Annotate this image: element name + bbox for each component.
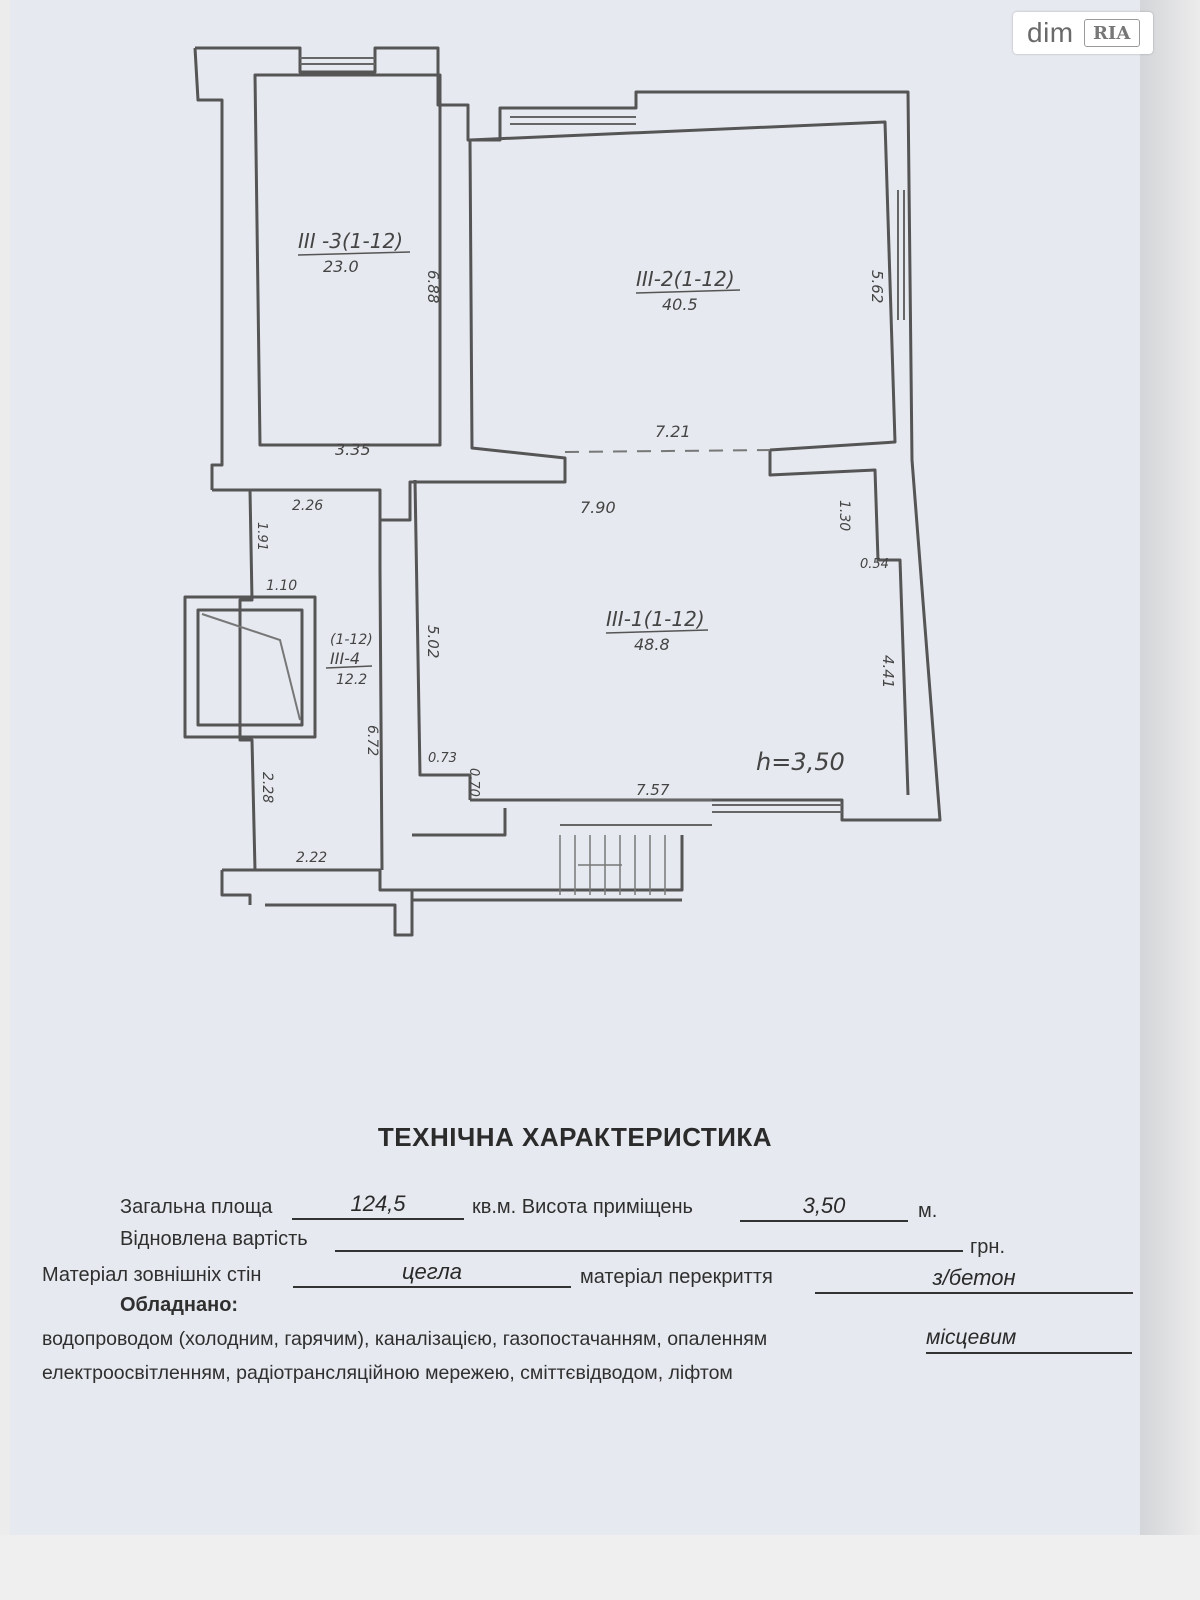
- ceiling-material-label: матеріал перекриття: [580, 1266, 773, 1288]
- dim-1-30: 1.30: [836, 500, 852, 531]
- ceiling-material-value: з/бетон: [815, 1266, 1133, 1294]
- room-area-iii3: 23.0: [323, 257, 359, 276]
- height-label: кв.м. Висота приміщень: [472, 1196, 693, 1218]
- dim-6-88: 6.88: [424, 270, 442, 303]
- equipped-line-2: електроосвітленням, радіотрансляційною м…: [42, 1362, 733, 1384]
- wall-material-label: Матеріал зовнішніх стін: [42, 1264, 262, 1286]
- dim-2-28: 2.28: [259, 772, 275, 803]
- watermark-brand: dim: [1027, 17, 1074, 48]
- page-bottom: [0, 1535, 1200, 1600]
- restored-value-label: Відновлена вартість: [120, 1228, 308, 1250]
- unit-uah: грн.: [970, 1236, 1006, 1258]
- room-label-iii3: III -3(1-12): [298, 229, 403, 253]
- dim-1-91: 1.91: [254, 522, 269, 551]
- dim-5-02: 5.02: [424, 625, 442, 658]
- floor-plan: III -3(1-12) 23.0 III-2(1-12) 40.5 III-1…: [183, 46, 942, 937]
- room-area-iii1: 48.8: [634, 635, 670, 654]
- room-area-iii2: 40.5: [662, 295, 698, 314]
- dim-4-41: 4.41: [879, 655, 897, 688]
- equipped-label: Обладнано:: [120, 1294, 239, 1316]
- ria-logo-icon: RIA: [1083, 19, 1140, 47]
- dim-5-62: 5.62: [868, 270, 886, 303]
- room-area-iii4: 12.2: [336, 672, 367, 688]
- room-division-dashed: [564, 449, 771, 453]
- dim-7-90: 7.90: [580, 498, 616, 517]
- dim-2-26: 2.26: [292, 498, 323, 514]
- dim-3-35: 3.35: [335, 440, 371, 459]
- dim-7-21: 7.21: [655, 422, 691, 441]
- dim-6-72: 6.72: [364, 725, 380, 756]
- restored-value-value: [335, 1224, 963, 1252]
- stairs: [559, 835, 666, 895]
- room-label-iii1: III-1(1-12): [606, 607, 705, 631]
- dim-1-10: 1.10: [266, 578, 297, 594]
- document-sheet: [10, 0, 1140, 1535]
- windows: [300, 57, 905, 826]
- room-label-iii2: III-2(1-12): [636, 267, 735, 291]
- page-edge: [1140, 0, 1200, 1600]
- tech-title: ТЕХНІЧНА ХАРАКТЕРИСТИКА: [377, 1122, 773, 1152]
- dim-0-70: 0.70: [466, 768, 481, 797]
- height-value: 3,50: [740, 1194, 908, 1222]
- dim-0-73: 0.73: [428, 751, 457, 766]
- total-area-value: 124,5: [292, 1192, 464, 1220]
- lift-diagonal: [201, 613, 301, 721]
- dim-ria-watermark: dim RIA: [1013, 12, 1153, 54]
- room-label-iii4: III-4: [330, 649, 360, 668]
- room-label-iii4-range: (1-12): [330, 632, 373, 648]
- total-area-label: Загальна площа: [120, 1196, 273, 1218]
- wall-material-value: цегла: [293, 1260, 571, 1288]
- dim-2-22: 2.22: [296, 850, 327, 866]
- ceiling-height-label: h=3,50: [756, 748, 845, 776]
- equipped-line-1: водопроводом (холодним, гарячим), каналі…: [42, 1328, 768, 1350]
- dim-0-54: 0.54: [860, 557, 889, 572]
- unit-m: м.: [918, 1200, 938, 1222]
- heating-value: місцевим: [926, 1326, 1132, 1354]
- wall-outlines: [183, 46, 942, 937]
- dim-7-57: 7.57: [636, 781, 670, 799]
